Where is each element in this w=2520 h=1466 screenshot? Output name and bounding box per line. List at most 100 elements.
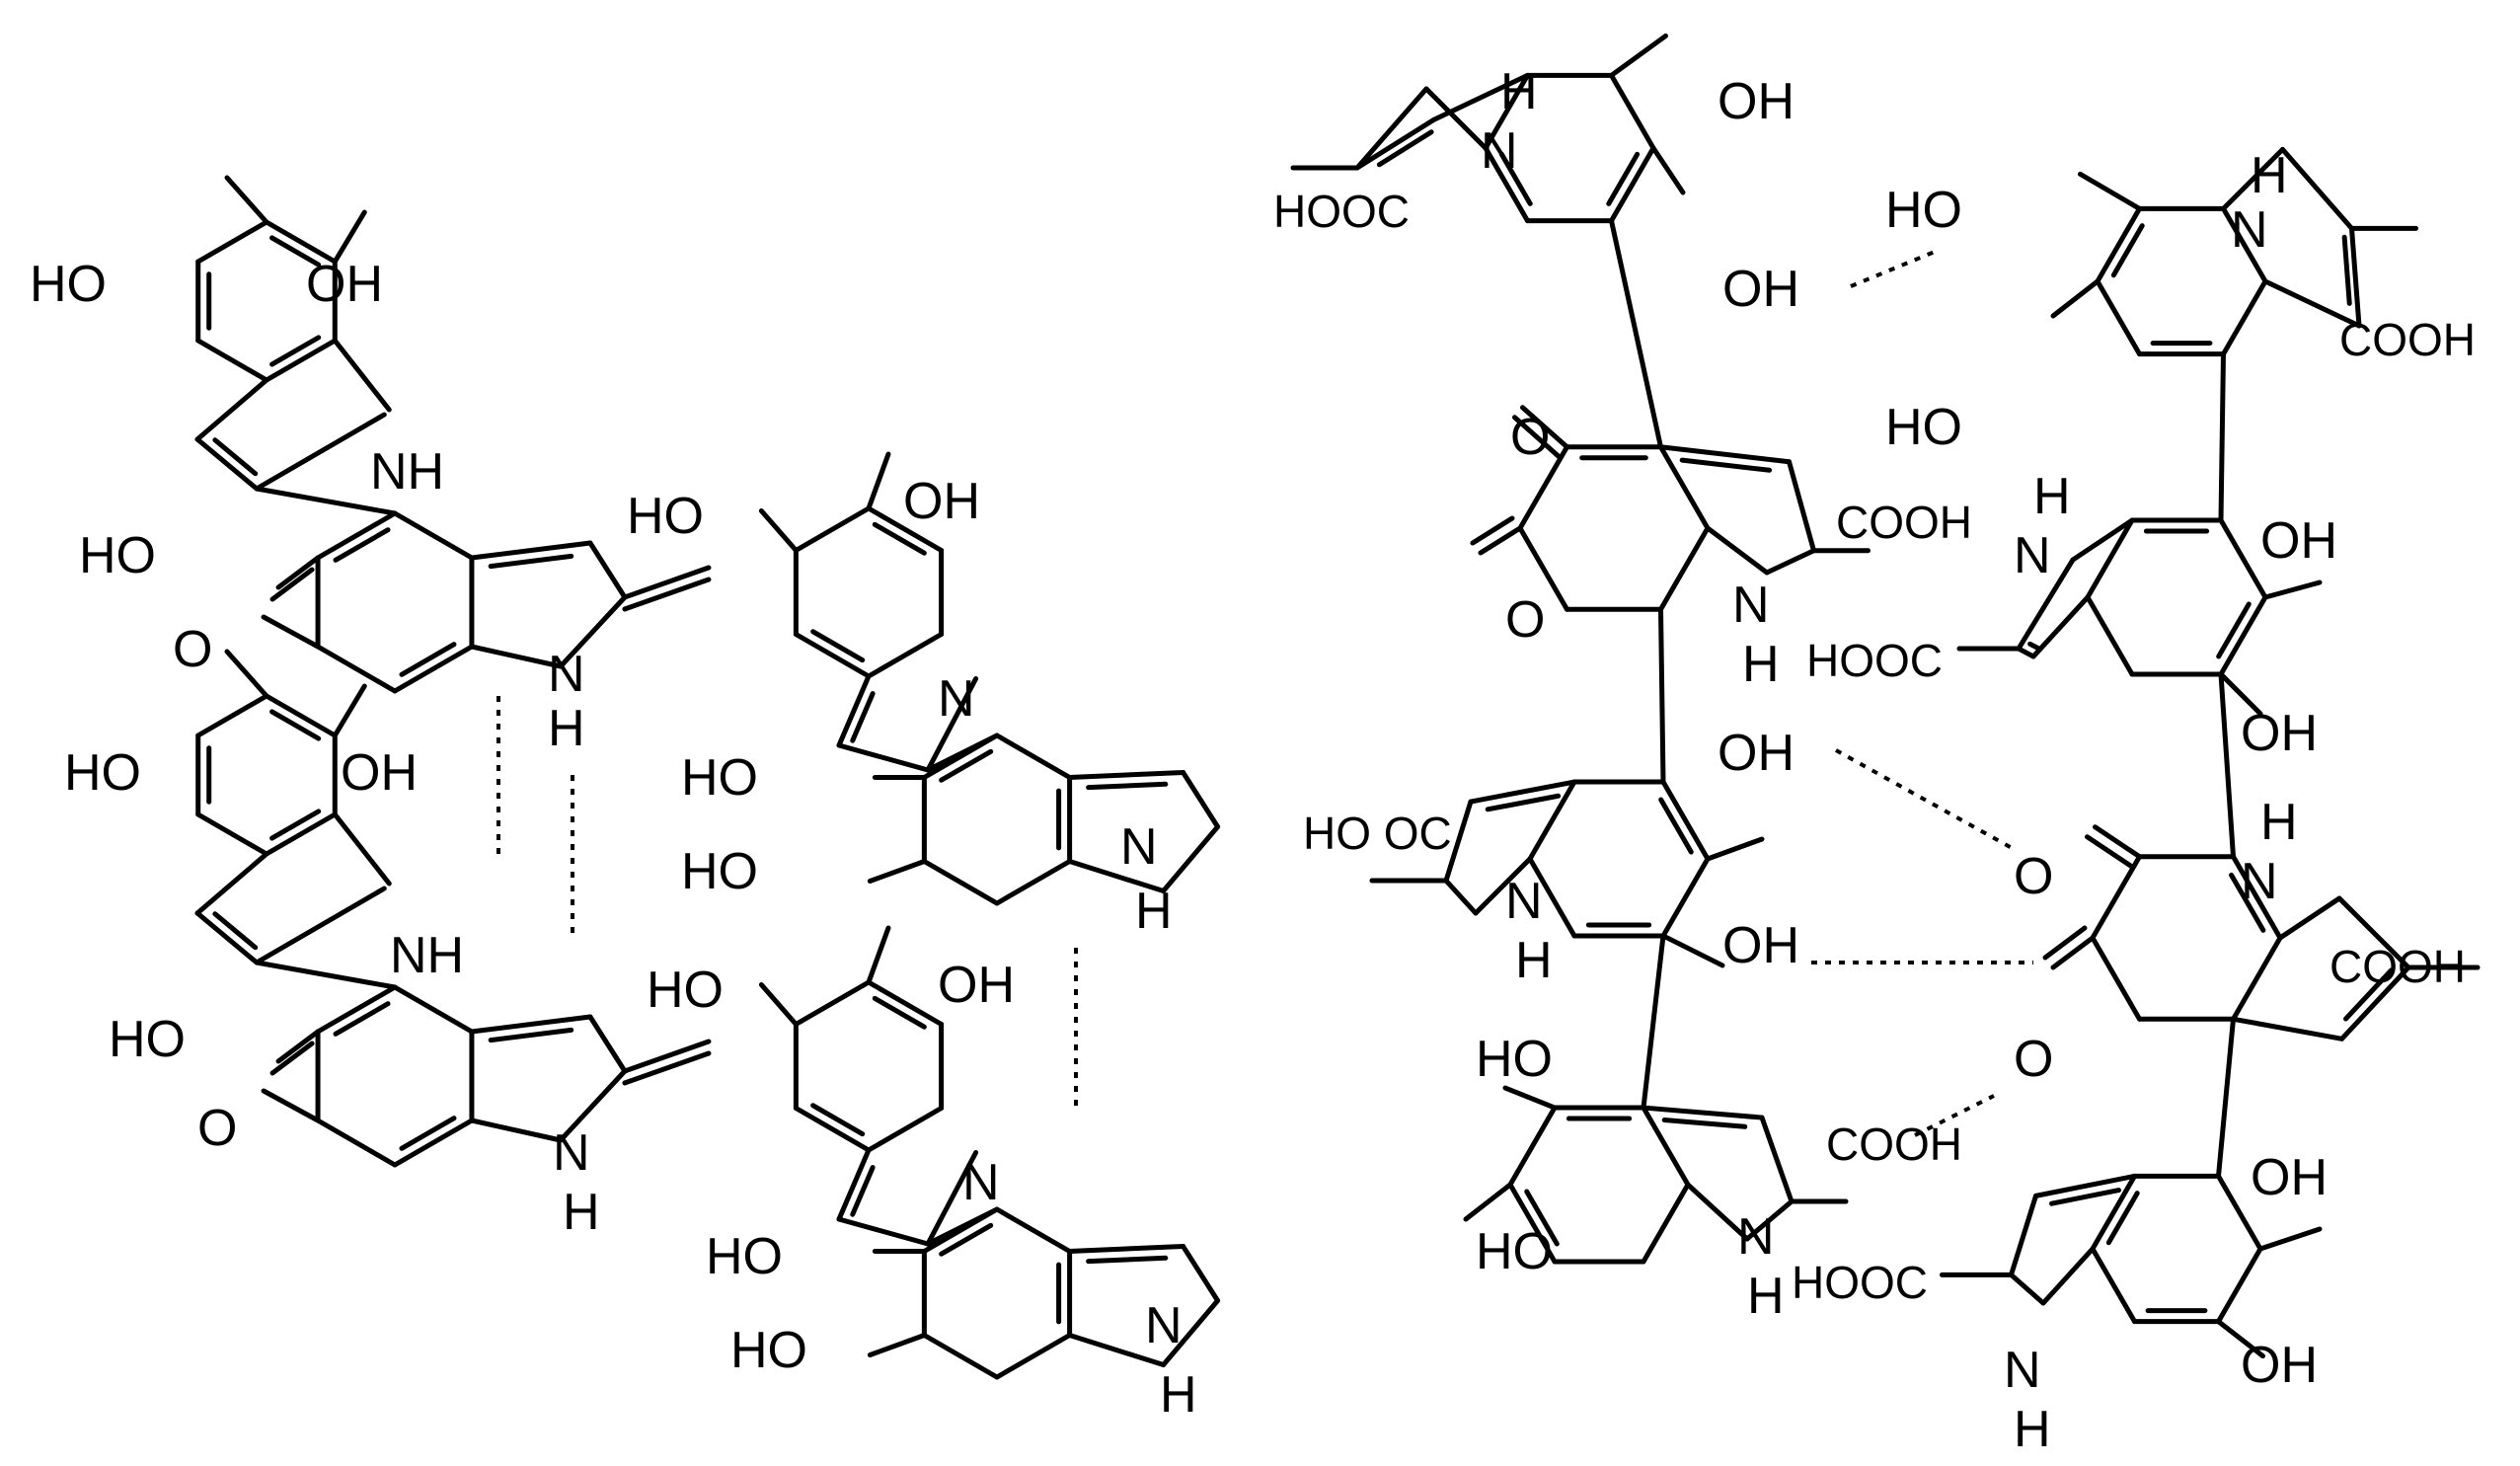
bond-line [836,1216,931,1247]
bond-line [622,565,712,600]
quinone-ring [1658,444,1711,531]
bond-line [2030,594,2091,659]
bond-line [254,960,398,990]
bond-line [469,644,564,669]
double-bond-line [939,748,994,783]
benzene-ring [1641,1105,1691,1188]
double-bond-line [810,629,866,663]
bond-line [1431,72,1530,122]
bond-line [1502,1085,1558,1111]
bond-line [558,594,628,669]
bond-line [866,451,891,511]
quinone-ring [392,1118,475,1168]
bond-line [469,1118,564,1143]
bond-line [758,508,799,553]
bond-line [836,742,931,773]
benzene-ring [1660,856,1711,939]
bond-line [1660,933,1725,968]
atom-label-o: O [173,621,212,678]
benzene-ring [866,1106,945,1153]
benzene-ring [2221,278,2268,357]
bond-line [622,1039,712,1074]
double-bond-line [810,1103,866,1137]
atom-label-ho: HO [647,962,724,1019]
atom-label-h: H [563,1184,600,1241]
benzene-ring [866,505,945,553]
benzene-ring [195,338,269,383]
bond-lines [194,33,2481,1380]
hydrogen-bond-dash [1835,748,2015,851]
bond-line [1067,859,1167,893]
bond-line [1470,515,1515,546]
atom-label-n: N [1145,1297,1183,1354]
benzene-ring [2085,517,2135,600]
bond-line [587,1014,628,1074]
double-bond-line [1498,151,1533,206]
benzene-ring [793,979,872,1027]
quinone-ring [2231,935,2283,1022]
bond-line [261,1088,321,1123]
bond-line [2085,834,2134,870]
quinone-ring [315,984,398,1035]
atom-label-ho: HO [1476,1031,1553,1088]
benzene-ring [1483,72,1530,151]
bond-line [1705,836,1765,862]
bond-line [332,209,367,265]
bond-line [2070,517,2135,563]
bond-line [2093,824,2142,860]
atom-label-oh: OH [938,957,1015,1014]
bond-line [254,412,387,492]
benzene-ring [2090,1173,2137,1252]
atom-label-ho: HO [1885,399,1962,456]
bond-line [1423,86,1489,151]
bond-line [2216,1319,2265,1359]
bond-line [194,851,269,916]
quinone-ring [315,644,398,694]
bond-line [1650,145,1686,195]
bond-line [2336,895,2411,970]
atom-label-ho: HO [64,744,141,802]
atom-label-o: O [1505,591,1545,649]
double-bond-line [1086,1255,1169,1265]
atom-label-n: N [938,670,975,728]
bond-line [1067,770,1186,780]
atom-label-o: O [1510,409,1550,466]
double-bond-line [212,911,259,951]
atom-label-h: H [1160,1366,1197,1424]
benzene-ring [793,1106,872,1153]
bond-line [2042,925,2088,961]
bond-line [2218,351,2226,523]
double-bond-line [1658,797,1694,855]
atom-label-oh: OH [1718,725,1795,782]
bond-line [1067,1333,1167,1367]
atom-label-nh: NH [390,927,464,984]
bond-line [1658,606,1666,785]
bond-line [1354,86,1429,171]
double-bond-line [269,809,322,841]
bond-line [224,649,269,699]
quinone-ring [1517,525,1569,612]
bond-line [925,1206,1000,1247]
atom-label-hooc_spaced: HO OC [1303,808,1452,859]
bond-line [925,676,979,773]
benzene-ring [1527,856,1577,939]
atom-label-h: H [548,700,585,757]
benzene-ring [1660,779,1711,862]
double-bond-line [333,1001,391,1037]
atom-label-n: N [1737,1208,1775,1266]
benzene-ring [921,1333,1000,1380]
atom-label-ho: HO [706,1228,783,1285]
bond-line [2339,964,2411,1042]
atom-label-cooh: COOH [1836,497,1972,548]
benzene-ring [866,979,945,1027]
atom-label-o: O [2014,1031,2053,1088]
bond-line [866,925,891,985]
benzene-ring [195,219,269,265]
bond-line [332,811,392,887]
quinone-ring [1517,444,1569,531]
bond-line [2349,225,2362,329]
bond-line [622,1050,712,1086]
bond-line [758,982,799,1027]
atom-label-oh: OH [2241,705,2318,762]
